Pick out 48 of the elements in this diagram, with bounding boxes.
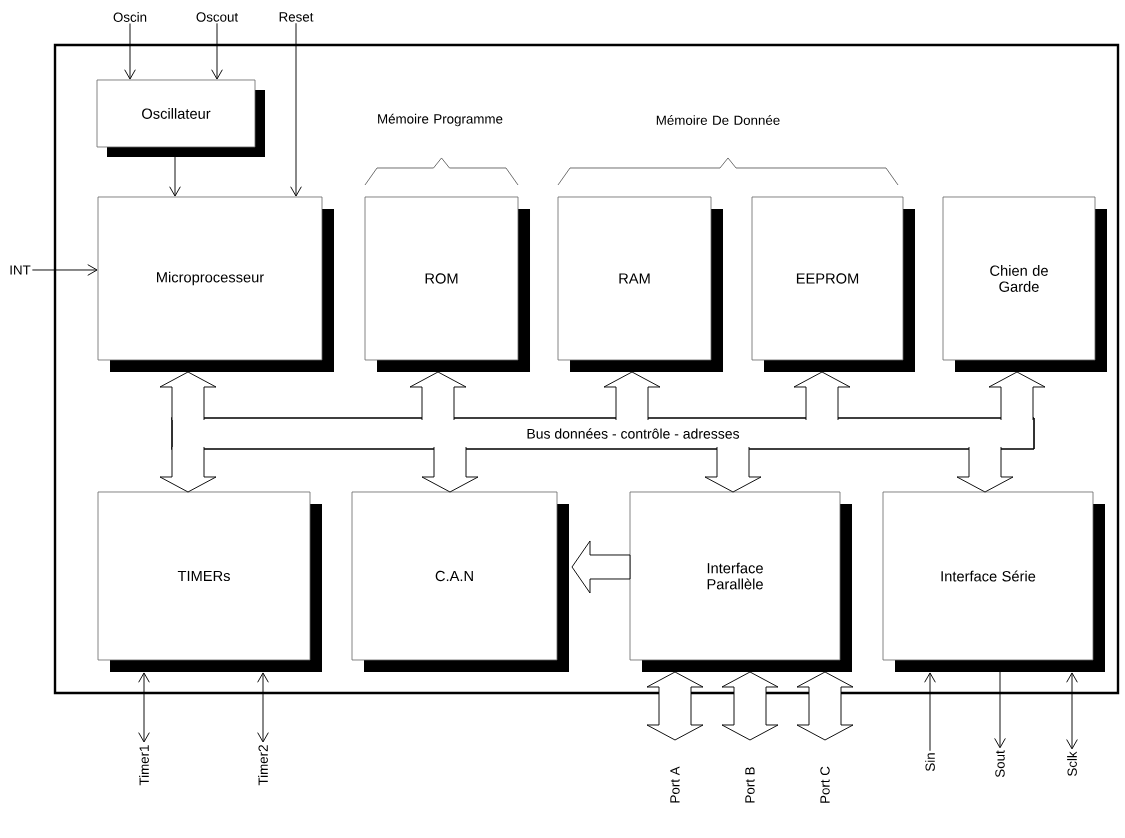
signal-arrow [290, 22, 302, 197]
pin-label: Sout [995, 750, 1005, 778]
bus-arrow [988, 371, 1046, 421]
bus-arrow [704, 446, 762, 493]
group-label: Mémoire De Donnée [656, 115, 780, 125]
function-block: C.A.N [351, 491, 569, 672]
bus-arrow [409, 371, 467, 421]
function-block: TIMERs [97, 491, 322, 672]
bus-arrow [956, 446, 1014, 493]
signal-arrow [1066, 672, 1078, 750]
function-block: Oscillateur [96, 79, 265, 157]
function-block: EEPROM [751, 196, 915, 372]
bus-arrow [571, 540, 631, 594]
signal-arrow [169, 156, 181, 197]
function-block: RAM [557, 196, 723, 372]
bus-arrow [793, 371, 851, 421]
bus-arrow [721, 671, 779, 741]
signal-arrow [994, 671, 1006, 749]
signal-arrow [124, 23, 136, 80]
signal-arrow [211, 22, 223, 80]
pin-label: INT [10, 265, 31, 275]
signal-arrow [138, 672, 150, 743]
bus-arrow [421, 446, 479, 493]
pin-label: Port A [670, 766, 680, 803]
function-block: Chien de Garde [942, 196, 1107, 372]
bus-arrow [796, 671, 854, 741]
pin-label: Port C [820, 766, 830, 803]
bus-arrow [159, 371, 217, 421]
signal-arrow [924, 672, 936, 752]
pin-label: Timer1 [139, 745, 149, 786]
chip-outline [53, 43, 1120, 695]
group-label: Mémoire Programme [378, 113, 503, 127]
pin-label: Port B [745, 767, 755, 803]
signal-arrow [31, 264, 98, 276]
function-block: Interface Série [882, 491, 1105, 672]
signal-arrow [257, 672, 269, 743]
function-block: ROM [364, 196, 530, 372]
pin-label: Reset [279, 12, 314, 22]
pin-label: Oscout [196, 12, 239, 22]
pin-label: Sin [925, 753, 935, 771]
pin-label: Timer2 [258, 745, 268, 786]
bus-arrow [603, 371, 661, 421]
bus-arrow [159, 446, 217, 493]
bus-arrow [646, 671, 704, 741]
function-block: Microprocesseur [97, 196, 334, 372]
function-block: Interface Parallèle [629, 491, 852, 672]
pin-label: Oscin [113, 12, 147, 22]
pin-label: Sclk [1067, 751, 1077, 776]
